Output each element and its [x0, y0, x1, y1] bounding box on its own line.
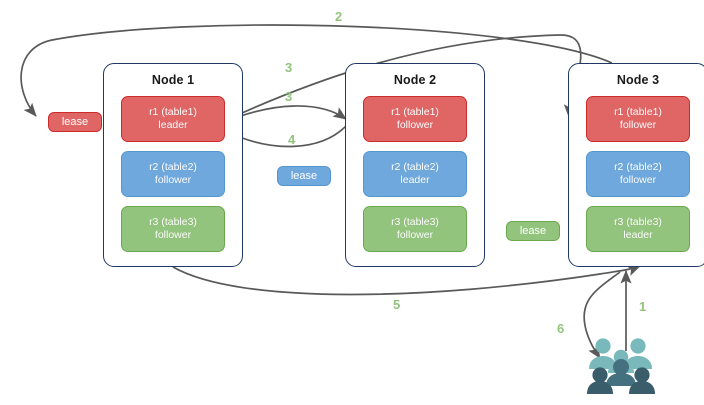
node-title: Node 1 — [151, 73, 195, 87]
replica-r2[interactable]: r2 (table2) follower — [121, 151, 225, 197]
step-label-6: 6 — [557, 321, 565, 336]
replica-role: follower — [619, 174, 657, 186]
replica-name: r3 (table3) — [391, 215, 439, 228]
step-label-5: 5 — [393, 297, 401, 312]
replica-r2[interactable]: r2 (table2) follower — [586, 151, 690, 197]
node-card-2[interactable]: Node 2 r1 (table1) follower r2 (table2) … — [345, 63, 485, 267]
step-label-2: 2 — [335, 9, 343, 24]
replica-r2[interactable]: r2 (table2) leader — [363, 151, 467, 197]
replica-r1[interactable]: r1 (table1) follower — [363, 96, 467, 142]
lease-chip-r2[interactable]: lease — [277, 166, 331, 186]
replica-r3[interactable]: r3 (table3) follower — [121, 206, 225, 252]
replica-name: r3 (table3) — [614, 215, 662, 228]
node-card-3[interactable]: Node 3 r1 (table1) follower r2 (table2) … — [568, 63, 704, 267]
replica-name: r3 (table3) — [149, 215, 197, 228]
replica-name: r1 (table1) — [614, 105, 662, 118]
replica-role: follower — [396, 229, 434, 241]
node-card-1[interactable]: Node 1 r1 (table1) leader r2 (table2) fo… — [103, 63, 243, 267]
lease-chip-r3[interactable]: lease — [506, 221, 560, 241]
replica-name: r2 (table2) — [391, 160, 439, 173]
replica-name: r2 (table2) — [614, 160, 662, 173]
node-title: Node 3 — [616, 73, 660, 87]
replica-r1[interactable]: r1 (table1) leader — [121, 96, 225, 142]
step-label-3a: 3 — [285, 60, 293, 75]
replica-role: leader — [158, 119, 188, 131]
step-label-1: 1 — [639, 299, 647, 314]
replica-role: follower — [154, 174, 192, 186]
replica-r3[interactable]: r3 (table3) follower — [363, 206, 467, 252]
step-label-3b: 3 — [285, 89, 293, 104]
clients-people-icon — [587, 338, 655, 394]
replica-r3[interactable]: r3 (table3) leader — [586, 206, 690, 252]
replica-r1[interactable]: r1 (table1) follower — [586, 96, 690, 142]
arrow-step-5 — [172, 265, 641, 296]
replica-name: r2 (table2) — [149, 160, 197, 173]
node-title: Node 2 — [393, 73, 437, 87]
replica-name: r1 (table1) — [149, 105, 197, 118]
step-label-4: 4 — [288, 132, 296, 147]
replica-role: leader — [623, 229, 653, 241]
replica-role: leader — [400, 174, 430, 186]
replica-role: follower — [154, 229, 192, 241]
lease-chip-r1[interactable]: lease — [48, 112, 102, 132]
replica-role: follower — [619, 119, 657, 131]
replica-name: r1 (table1) — [391, 105, 439, 118]
replica-role: follower — [396, 119, 434, 131]
